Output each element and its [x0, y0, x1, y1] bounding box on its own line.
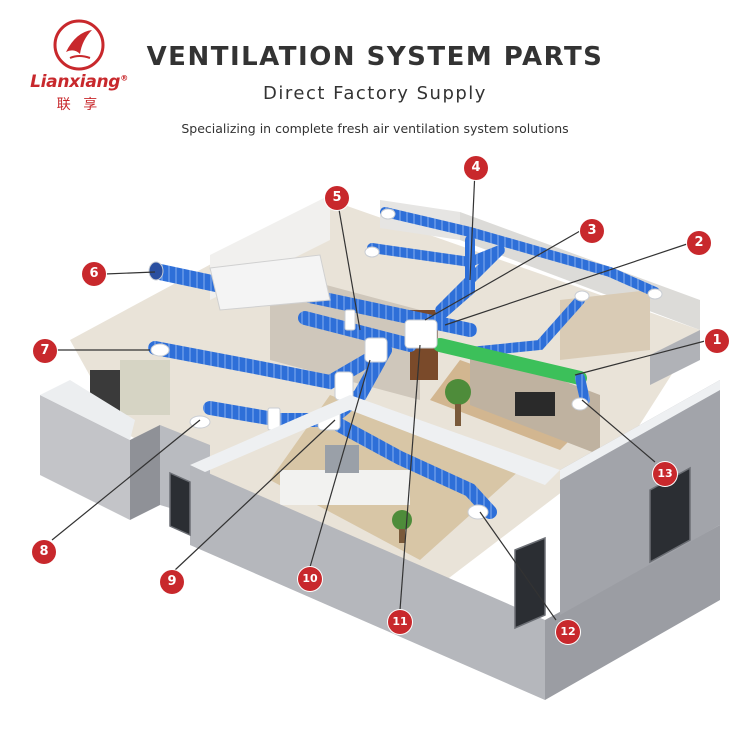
page-title: VENTILATION SYSTEM PARTS	[146, 42, 604, 72]
callout-leader-lines	[51, 169, 706, 621]
brand-name: Lianxiang®	[30, 72, 128, 92]
brand-name-chinese: 联 享	[56, 97, 102, 113]
brand-logo: Lianxiang® 联 享	[24, 18, 134, 118]
house-exterior-walls	[40, 330, 720, 700]
brand-emblem-icon	[53, 19, 105, 71]
potted-plants	[392, 379, 471, 543]
page-subtitle: Direct Factory Supply	[263, 83, 487, 104]
page-tagline: Specializing in complete fresh air venti…	[181, 121, 569, 136]
